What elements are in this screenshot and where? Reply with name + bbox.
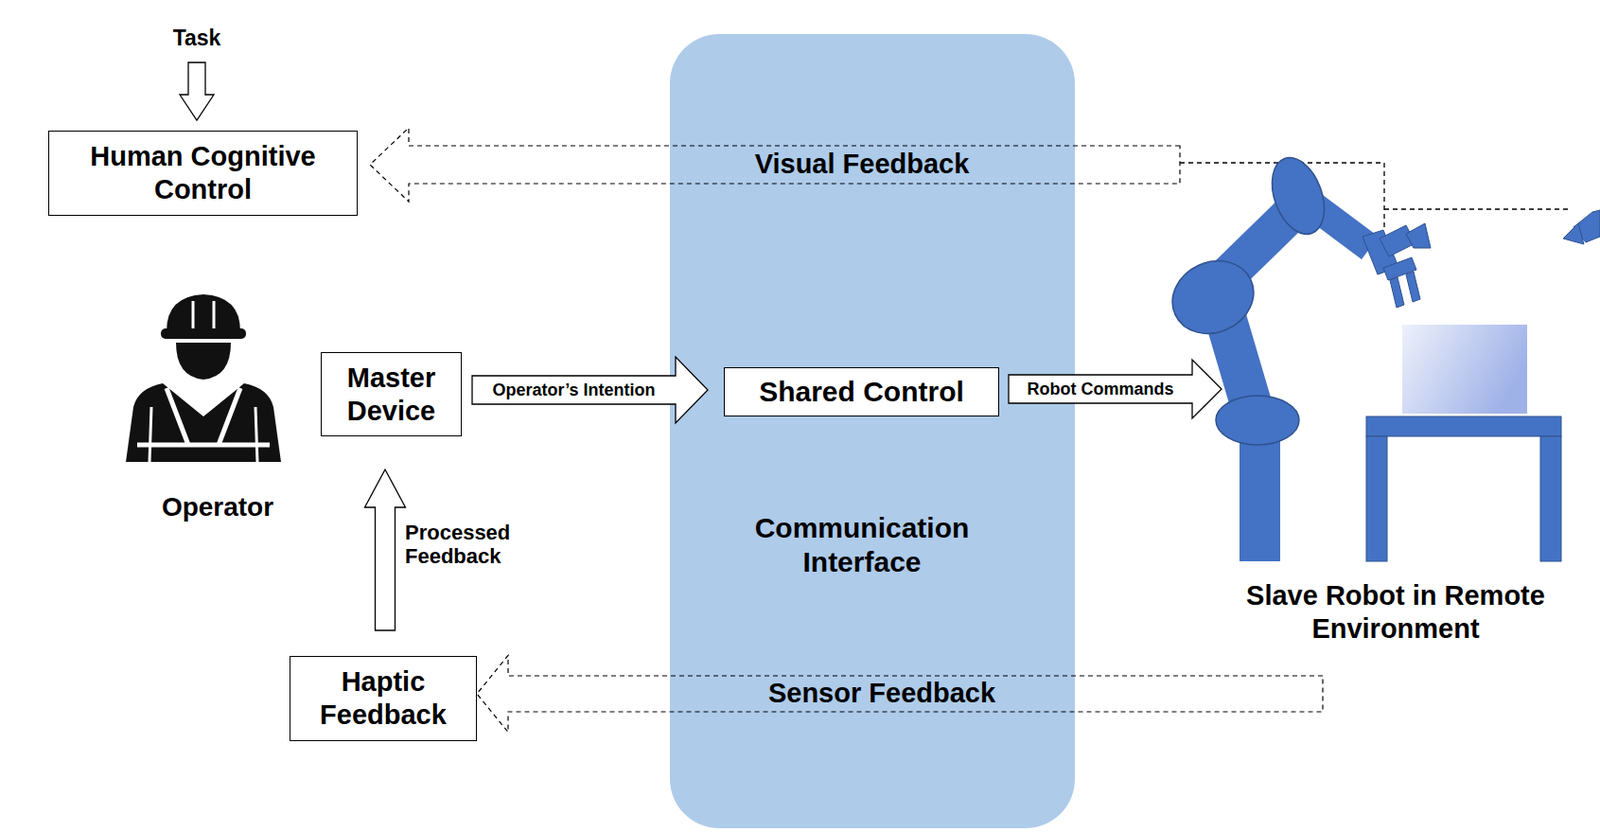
robot-arm <box>1160 150 1431 562</box>
node-text: Slave Robot in Remote Environment <box>1244 579 1548 646</box>
edge-label: Visual Feedback <box>755 148 970 180</box>
table <box>1366 416 1562 562</box>
node-text: Master Device <box>331 361 452 428</box>
task-arrow <box>179 62 214 121</box>
node-text: Shared Control <box>734 374 989 409</box>
camera-line <box>1179 162 1571 230</box>
edge-label: Sensor Feedback <box>768 677 996 709</box>
input-label: Task <box>173 25 222 51</box>
edge-label: Processed Feedback <box>404 520 547 569</box>
work-piece <box>1402 324 1528 414</box>
edge-label: Operator’s Intention <box>492 380 655 401</box>
node-text: Haptic Feedback <box>299 665 467 732</box>
node-text: Communication Interface <box>738 510 985 580</box>
operator-icon <box>125 294 282 462</box>
process-box: Master Device <box>320 351 462 437</box>
node-text: Human Cognitive Control <box>58 140 348 207</box>
block-arrow <box>365 469 406 631</box>
process-box: Shared Control <box>723 367 1000 417</box>
camera <box>1563 210 1600 245</box>
edge-label: Robot Commands <box>1027 379 1175 400</box>
process-box: Human Cognitive Control <box>48 130 358 216</box>
actor-label: Operator <box>161 492 274 523</box>
robot-node: Slave Robot in Remote Environment <box>1170 156 1600 639</box>
process-box: Haptic Feedback <box>289 655 477 741</box>
